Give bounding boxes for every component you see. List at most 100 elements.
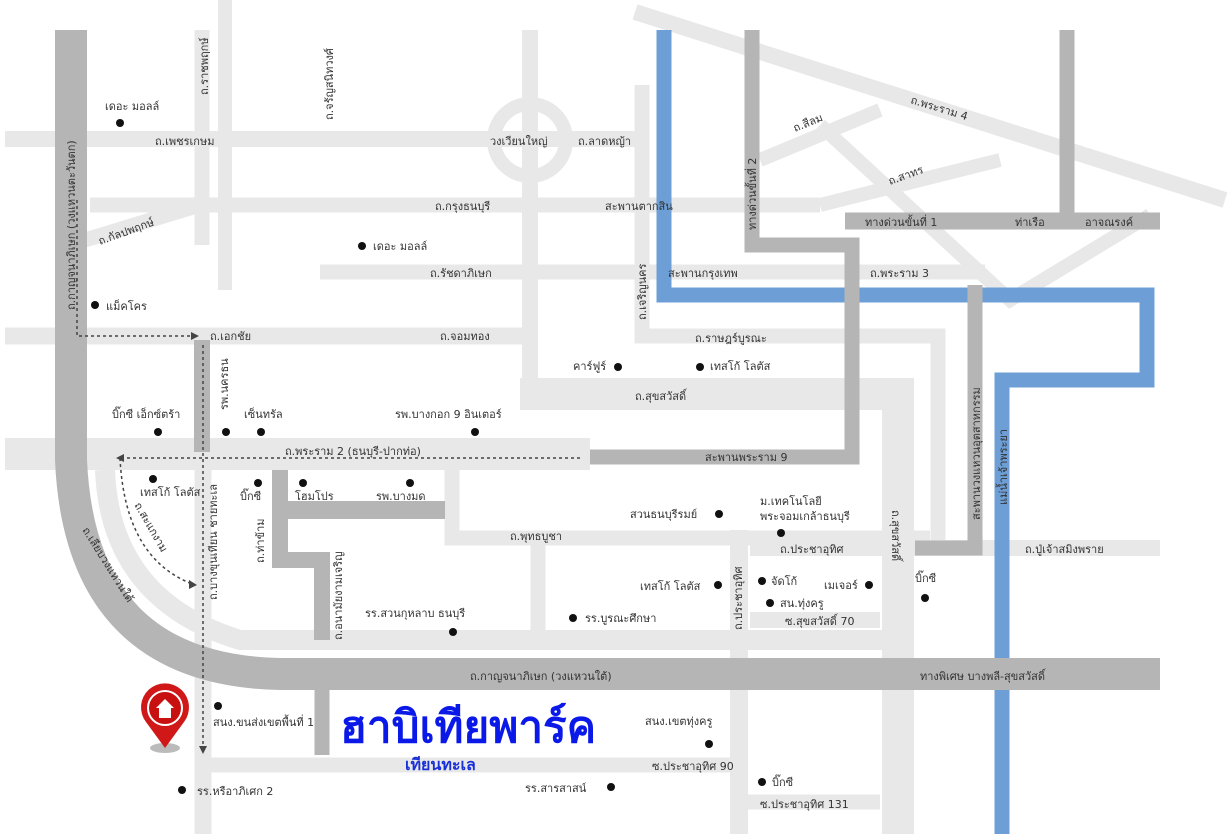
road-label: ถ.ลาดหญ้า [578, 135, 631, 148]
place-marker [406, 479, 414, 487]
place-marker [777, 529, 785, 537]
place-label: เทสโก้ โลตัส [710, 359, 771, 373]
place-label: คาร์ฟูร์ [573, 360, 606, 373]
road-label: ถ.เอกชัย [210, 330, 251, 343]
road-label: ถ.อนามัยงามเจริญ [332, 552, 345, 640]
road-label: ถ.สุขสวัสดิ์ [889, 510, 904, 563]
place-label: สวนธนบุรีรมย์ [630, 508, 697, 521]
place-marker [614, 363, 622, 371]
place-label: เทสโก้ โลตัส [640, 579, 701, 593]
road-label: อาจณรงค์ [1085, 216, 1133, 229]
road-label: ถ.ท่าข้าม [254, 518, 267, 563]
road-label: ถ.รัชดาภิเษก [430, 267, 492, 280]
road-label: ถ.พระราม 3 [870, 267, 929, 280]
road-label: สะพานกรุงเทพ [668, 267, 738, 280]
road-label: ถ.ประชาอุทิศ [780, 543, 843, 556]
place-marker [449, 628, 457, 636]
road-label: ซ.ประชาอุทิศ 90 [652, 760, 734, 773]
road-label: ทางพิเศษ บางพลี-สุขสวัสดิ์ [920, 668, 1047, 683]
place-marker [758, 778, 766, 786]
project-title: ฮาบิเทียพาร์ค [340, 702, 596, 753]
place-label: รพ.บางมด [376, 490, 426, 503]
road-label: ถ.เพชรเกษม [155, 135, 214, 148]
place-marker [766, 599, 774, 607]
place-label: แม็คโคร [106, 299, 147, 313]
place-marker [154, 428, 162, 436]
road-label: ซ.สุขสวัสดิ์ 70 [785, 613, 854, 628]
place-label: เมเจอร์ [824, 579, 858, 592]
place-marker [471, 428, 479, 436]
place-label: เดอะ มอลล์ [373, 240, 427, 253]
place-marker [254, 479, 262, 487]
road-label: ซ.ประชาอุทิศ 131 [760, 798, 849, 811]
road-label: ถ.ราษฎร์บูรณะ [695, 332, 767, 345]
place-marker [91, 301, 99, 309]
road-label: ถ.ราชพฤกษ์ [198, 37, 211, 95]
place-label: เซ็นทรัล [244, 407, 283, 421]
road-label: สะพานพระราม 9 [705, 451, 787, 464]
route-arrowheads [116, 332, 207, 754]
place-marker [178, 786, 186, 794]
chao-phraya-river [656, 30, 1155, 834]
project-subtitle: เทียนทะเล [405, 755, 476, 774]
place-label: รร.บูรณะศึกษา [585, 612, 656, 625]
place-label: บิ๊กซี [772, 774, 794, 789]
road-label: ถ.บางขุนเทียน ชายทะเล [207, 484, 220, 600]
place-marker [921, 594, 929, 602]
road-label: ถ.กาญจนาภิเษก (วงแหวนตะวันตก) [65, 140, 78, 310]
place-label: เทสโก้ โลตัส [140, 485, 201, 499]
place-marker [705, 740, 713, 748]
place-label: รร.หรือาภิเศก 2 [197, 785, 273, 798]
place-label: บิ๊กซี เอ็กซ์ตร้า [112, 406, 180, 421]
road-label: ถ.เจริญนคร [636, 263, 649, 320]
place-marker [758, 577, 766, 585]
place-marker [149, 475, 157, 483]
place-label: สนง.เขตทุ่งครู [645, 715, 713, 728]
road-label: สะพานตากสิน [605, 200, 673, 213]
place-label: รพ.บางกอก 9 อินเตอร์ [395, 408, 502, 421]
place-label: บิ๊กซี [240, 488, 262, 503]
place-marker [865, 581, 873, 589]
road-label: ถ.จอมทอง [440, 330, 490, 343]
place-marker [696, 363, 704, 371]
place-marker [358, 242, 366, 250]
road-label: ถ.สุขสวัสดิ์ [635, 388, 688, 403]
place-label: สน.ทุ่งครู [780, 597, 824, 610]
place-marker [714, 581, 722, 589]
road-label: ถ.พระราม 4 [909, 93, 969, 123]
road-label: ท่าเรือ [1015, 216, 1045, 229]
road-label: ถ.จรัญสนิทวงศ์ [323, 48, 336, 120]
place-label: รร.สารสาสน์ [525, 782, 587, 795]
home-pin-icon [141, 683, 189, 753]
place-marker [299, 479, 307, 487]
place-label: สนง.ขนส่งเขตพื้นที่ 1 [213, 714, 314, 729]
route-arrows [76, 200, 580, 750]
place-label: โฮมโปร [295, 489, 334, 503]
major-roads [55, 30, 1160, 755]
place-marker [569, 614, 577, 622]
place-marker [715, 510, 723, 518]
place-marker [257, 428, 265, 436]
place-label: จัดโก้ [771, 574, 797, 588]
place-label: รร.สวนกุหลาบ ธนบุรี [365, 607, 465, 620]
place-label: บิ๊กซี [915, 570, 937, 585]
road-label: ถ.พุทธบูชา [510, 530, 562, 543]
place-marker [222, 428, 230, 436]
place-label: ม.เทคโนโลยี [760, 494, 822, 508]
road-label: ทางด่วนขั้นที่ 2 [744, 158, 759, 230]
road-label: ถ.กรุงธนบุรี [435, 200, 490, 213]
road-label: ถ.ประชาอุทิศ [732, 567, 745, 630]
road-label: ถ.ปู่เจ้าสมิงพราย [1025, 543, 1104, 556]
road-label: ถ.กาญจนาภิเษก (วงแหวนใต้) [470, 670, 612, 683]
road-label: ถ.สะแกงาม [131, 500, 170, 554]
place-marker [116, 119, 124, 127]
road-label: สะพานวงแหวนอุตสาหกรรม [970, 387, 983, 520]
road-label: ทางด่วนขั้นที่ 1 [865, 214, 937, 229]
place-marker [214, 702, 222, 710]
place-marker [607, 783, 615, 791]
road-label: ถ.พระราม 2 (ธนบุรี-ปากท่อ) [285, 445, 421, 458]
place-label-extra-line: พระจอมเกล้าธนบุรี [760, 510, 850, 523]
